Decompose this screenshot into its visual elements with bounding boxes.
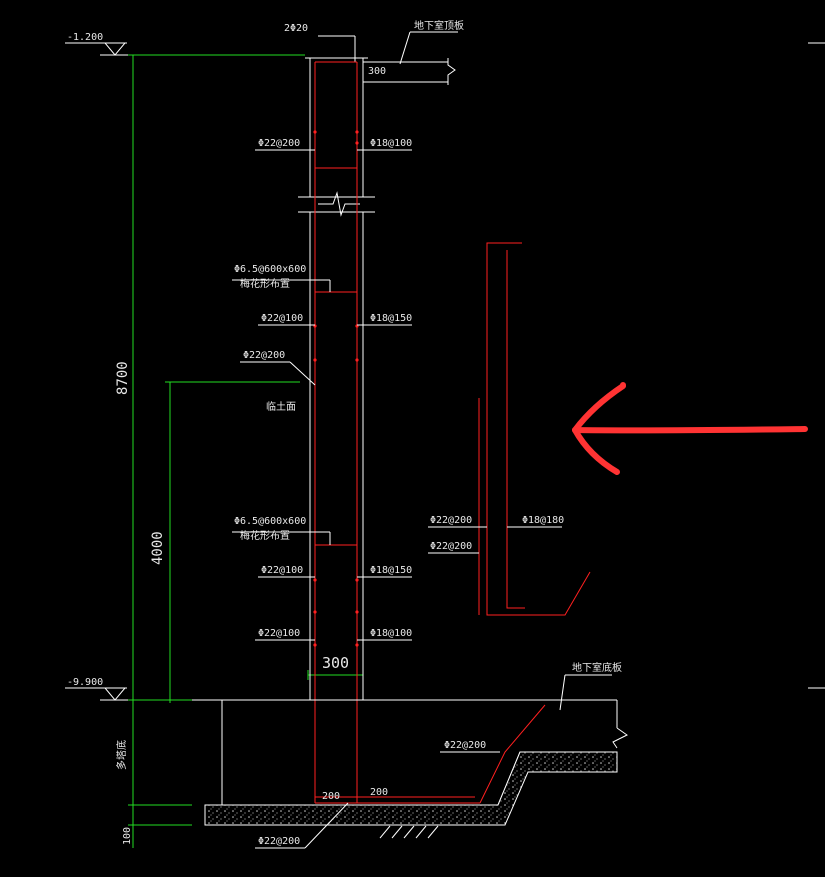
soil-side-label: 临土面 xyxy=(266,400,296,413)
slab-bar-label: Φ22@200 xyxy=(444,740,486,751)
right-bar-label-4: Φ18@100 xyxy=(370,628,412,639)
left-bar-label-5: Φ22@100 xyxy=(258,628,300,639)
left-bar-label-4: Φ22@100 xyxy=(261,565,303,576)
zone-height-label: 4000 xyxy=(150,531,166,565)
top-offset-label: 300 xyxy=(368,66,386,77)
elevation-top-marker: -1.200 xyxy=(65,32,305,56)
tie-note-2: 梅花形布置 xyxy=(240,529,290,542)
red-arrow-icon xyxy=(572,382,808,475)
roof-slab: 2Φ20 300 地下室顶板 xyxy=(284,19,464,96)
slab-thickness-label: 100 xyxy=(122,827,133,845)
elevation-bottom-label: -9.900 xyxy=(67,677,103,688)
raft-label: 多塔底 xyxy=(115,740,128,770)
right-bar-label-1: Φ18@100 xyxy=(370,138,412,149)
top-rebar-label: 2Φ20 xyxy=(284,23,308,34)
wall-outline xyxy=(298,57,375,700)
detail-bar-label-2: Φ22@200 xyxy=(430,541,472,552)
hook-left-label: 200 xyxy=(322,791,340,802)
elevation-bottom-marker: -9.900 xyxy=(65,677,222,701)
elevation-top-label: -1.200 xyxy=(67,32,103,43)
roof-slab-label: 地下室顶板 xyxy=(414,19,464,32)
wall-height-label: 8700 xyxy=(115,361,131,395)
tie-note-1: 梅花形布置 xyxy=(240,277,290,290)
dimension-wall-height: 8700 100 xyxy=(115,54,305,848)
tie-label-1: Φ6.5@600x600 xyxy=(234,264,306,275)
dimension-zone-height: 4000 xyxy=(150,381,300,703)
dimension-wall-thickness: 300 xyxy=(307,654,364,680)
detail-bar-label-3: Φ18@180 xyxy=(522,515,564,526)
tie-label-2: Φ6.5@600x600 xyxy=(234,516,306,527)
bottom-bar-label: Φ22@200 xyxy=(258,836,300,847)
left-bar-label-2: Φ22@100 xyxy=(261,313,303,324)
right-bar-label-3: Φ18@150 xyxy=(370,565,412,576)
wall-rebar xyxy=(313,61,480,804)
floor-slab-label: 地下室底板 xyxy=(572,661,622,674)
rebar-detail: Φ22@200 Φ22@200 Φ18@180 xyxy=(428,242,591,616)
wall-thickness-label: 300 xyxy=(322,654,349,672)
hook-right-label: 200 xyxy=(370,787,388,798)
left-bar-label-1: Φ22@200 xyxy=(258,138,300,149)
right-bar-label-2: Φ18@150 xyxy=(370,313,412,324)
floor-slab: 地下室底板 多塔底 Φ22@200 200 200 Φ22@200 xyxy=(115,661,628,849)
left-bar-label-3: Φ22@200 xyxy=(243,350,285,361)
detail-bar-label-1: Φ22@200 xyxy=(430,515,472,526)
wall-rebar-labels: Φ22@200 Φ18@100 Φ6.5@600x600 梅花形布置 Φ22@1… xyxy=(232,138,412,641)
